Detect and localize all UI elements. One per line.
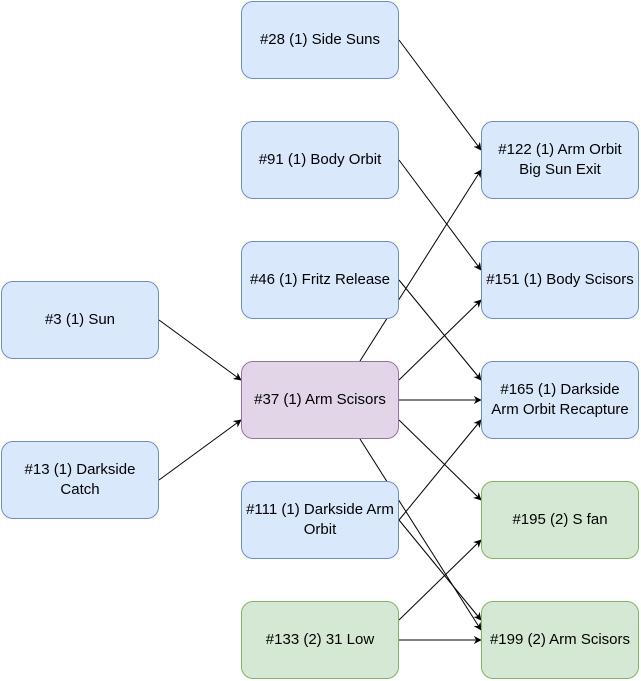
edge-46-to-165 xyxy=(398,279,482,381)
edge-37-to-122 xyxy=(359,169,482,362)
edge-91-to-151 xyxy=(398,159,482,271)
node-111-darkside-arm-orbit[interactable]: #111 (1) Darkside Arm Orbit xyxy=(241,481,399,559)
node-label: #195 (2) S fan xyxy=(512,511,608,528)
edge-111-to-199 xyxy=(398,519,482,621)
edge-37-to-199 xyxy=(359,438,482,631)
node-label: #151 (1) Body Scisors xyxy=(486,271,634,288)
edge-37-to-151 xyxy=(398,299,482,381)
node-label: #165 (1) Darkside Arm Orbit Recapture xyxy=(491,381,629,418)
edge-133-to-195 xyxy=(398,539,482,621)
node-label: #91 (1) Body Orbit xyxy=(258,151,382,168)
node-195-s-fan[interactable]: #195 (2) S fan xyxy=(481,481,639,559)
node-13-darkside-catch[interactable]: #13 (1) Darkside Catch xyxy=(1,441,159,519)
edge-13-to-37 xyxy=(158,419,242,481)
node-3-sun[interactable]: #3 (1) Sun xyxy=(1,281,159,359)
edge-37-to-195 xyxy=(398,419,482,501)
node-label: #13 (1) Darkside Catch xyxy=(24,461,136,498)
node-label: #37 (1) Arm Scisors xyxy=(254,391,386,408)
node-label: #133 (2) 31 Low xyxy=(265,631,375,648)
node-165-darkside-arm-orbit-recapture[interactable]: #165 (1) Darkside Arm Orbit Recapture xyxy=(481,361,639,439)
node-28-side-suns[interactable]: #28 (1) Side Suns xyxy=(241,1,399,79)
node-label: #199 (2) Arm Scisors xyxy=(489,631,631,648)
edge-3-to-37 xyxy=(158,319,242,381)
node-122-arm-orbit-big-sun-exit[interactable]: #122 (1) Arm Orbit Big Sun Exit xyxy=(481,121,639,199)
node-label: #3 (1) Sun xyxy=(44,311,116,328)
node-46-fritz-release[interactable]: #46 (1) Fritz Release xyxy=(241,241,399,319)
node-199-arm-scisors[interactable]: #199 (2) Arm Scisors xyxy=(481,601,639,679)
node-133-31-low[interactable]: #133 (2) 31 Low xyxy=(241,601,399,679)
node-label: #122 (1) Arm Orbit Big Sun Exit xyxy=(498,141,622,178)
edge-111-to-165 xyxy=(398,419,482,521)
node-151-body-scisors[interactable]: #151 (1) Body Scisors xyxy=(481,241,639,319)
node-label: #28 (1) Side Suns xyxy=(259,31,381,48)
node-label: #46 (1) Fritz Release xyxy=(249,271,391,288)
edge-28-to-122 xyxy=(398,39,482,151)
node-37-arm-scisors[interactable]: #37 (1) Arm Scisors xyxy=(241,361,399,439)
node-label: #111 (1) Darkside Arm Orbit xyxy=(246,501,394,538)
node-91-body-orbit[interactable]: #91 (1) Body Orbit xyxy=(241,121,399,199)
